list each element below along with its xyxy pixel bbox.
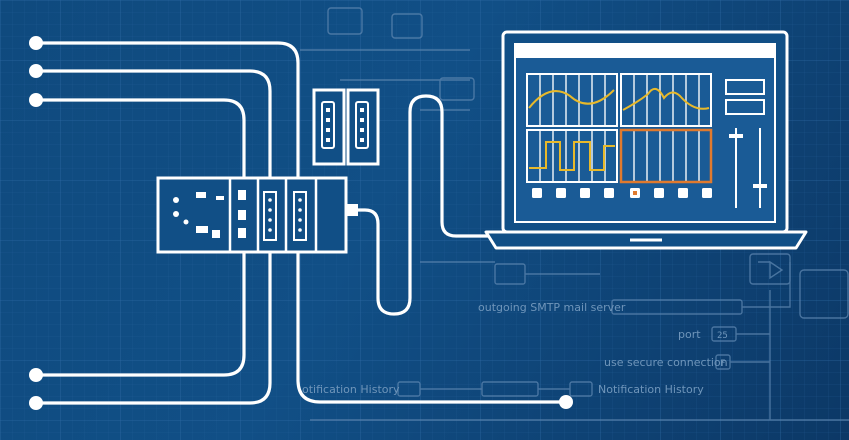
sine-trace: [528, 89, 615, 109]
device-terminal-dot-5: [298, 198, 302, 202]
control-button-4: [604, 188, 614, 198]
terminal-3: [29, 93, 43, 107]
graph-panel-bottom-right-highlight: [619, 128, 713, 184]
pin-r1: [360, 108, 364, 112]
gridlines-top-left: [539, 74, 606, 126]
graph-panel-bottom-left: [526, 129, 618, 183]
device-led-1: [173, 197, 179, 203]
ghost-block-right: [799, 269, 849, 319]
control-buttons: [532, 188, 712, 198]
control-button-3: [580, 188, 590, 198]
indicator-bottom: [725, 99, 765, 115]
ghost-wire-bottom: [310, 388, 849, 421]
control-button-1: [532, 188, 542, 198]
device-body: [156, 176, 348, 254]
control-button-7: [678, 188, 688, 198]
ghost-block-diagram: [300, 7, 849, 421]
device-port-1: [196, 192, 206, 198]
secure-connection-value: F: [720, 359, 725, 369]
pin-r2: [360, 118, 364, 122]
gridlines-top-right: [633, 74, 700, 126]
peak-trace: [622, 87, 710, 111]
pin-l2: [326, 118, 330, 122]
pin-r3: [360, 128, 364, 132]
terminal-1: [29, 36, 43, 50]
notification-history-left-label: otification History: [302, 383, 400, 396]
usb-plug: [346, 204, 358, 216]
daq-device: [156, 176, 358, 254]
device-slot-3: [238, 228, 246, 238]
control-button-5-highlighted: [630, 188, 640, 198]
control-button-2: [556, 188, 566, 198]
io-module-connectors: [321, 101, 369, 149]
port-value: 25: [717, 331, 728, 341]
device-terminal-dot-1: [268, 198, 272, 202]
smtp-server-label: outgoing SMTP mail server: [478, 301, 626, 314]
indicator-top: [725, 79, 765, 95]
terminal-5: [29, 396, 43, 410]
pin-r4: [360, 138, 364, 142]
device-led-3: [183, 219, 189, 225]
io-module-pins: [326, 108, 364, 142]
graph-panel-top-left: [526, 73, 618, 127]
gridlines-bottom-left: [539, 130, 606, 182]
device-terminal-block-2: [293, 191, 307, 241]
device-port-3: [212, 230, 220, 238]
ghost-wire-top: [300, 49, 470, 111]
screen-titlebar: [515, 44, 775, 58]
ghost-wire-right: [730, 262, 791, 420]
device-terminal-dot-2: [268, 208, 272, 212]
port-label: port: [678, 328, 701, 341]
device-port-2: [196, 226, 208, 233]
pin-l4: [326, 138, 330, 142]
ghost-block-top-a: [327, 7, 363, 35]
terminal-6: [559, 395, 573, 409]
device-terminal-dot-4: [268, 228, 272, 232]
secure-connection-label: use secure connection: [604, 356, 728, 369]
slider-thumb-right: [753, 184, 767, 188]
terminals: [29, 36, 573, 410]
graph-panels: [526, 73, 712, 183]
device-port-4: [216, 196, 224, 200]
ghost-mail-icon: [758, 260, 784, 280]
io-module-right-connector: [355, 101, 369, 149]
ghost-mail-block: [749, 253, 791, 285]
terminal-2: [29, 64, 43, 78]
device-terminal-block-1: [263, 191, 277, 241]
control-button-5-center: [633, 191, 637, 195]
control-button-6: [654, 188, 664, 198]
ghost-block-top-b: [391, 13, 423, 39]
pin-l1: [326, 108, 330, 112]
terminal-4: [29, 368, 43, 382]
laptop: [484, 30, 808, 250]
graph-panel-top-right: [620, 73, 712, 127]
io-module-left-connector: [321, 101, 335, 149]
ghost-block-mid: [439, 77, 475, 101]
device-slot-1: [238, 190, 246, 200]
graph-gridlines: [539, 74, 700, 182]
device-terminal-dot-6: [298, 208, 302, 212]
io-module-pair: [312, 88, 380, 166]
device-terminal-dot-8: [298, 228, 302, 232]
device-led-2: [173, 211, 179, 217]
device-slot-2: [238, 210, 246, 220]
cable-to-laptop: [354, 94, 490, 316]
slider-thumb-left: [729, 134, 743, 138]
pin-l3: [326, 128, 330, 132]
notification-history-right-label: Notification History: [598, 383, 704, 396]
device-terminal-dot-3: [268, 218, 272, 222]
ghost-wire-mid: [420, 261, 600, 275]
control-button-8: [702, 188, 712, 198]
device-terminal-dot-7: [298, 218, 302, 222]
gridlines-bottom-right: [633, 130, 700, 182]
square-trace: [529, 141, 615, 171]
